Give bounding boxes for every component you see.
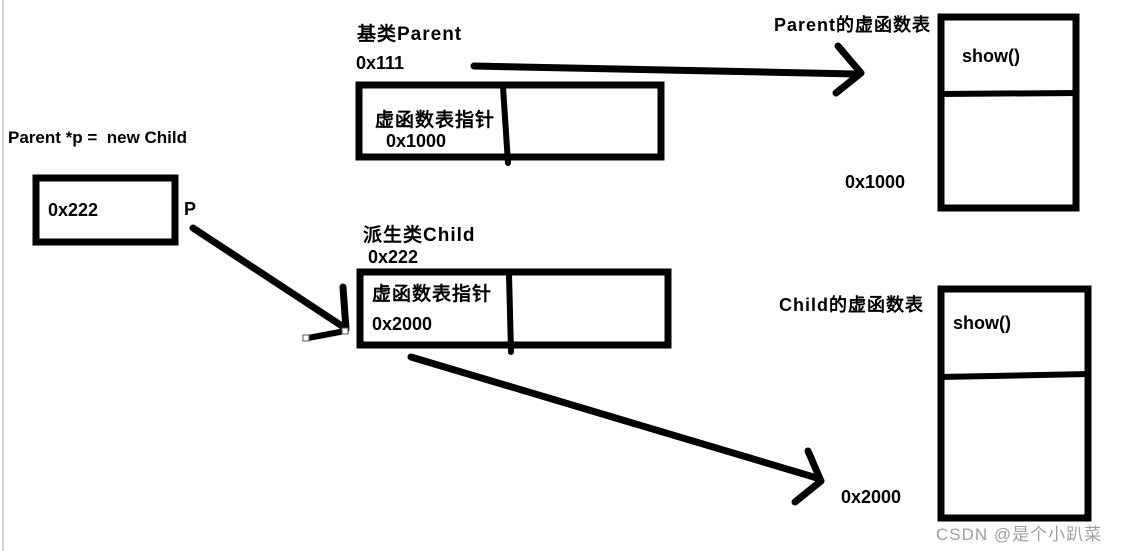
child-object-title: 派生类Child xyxy=(363,225,476,246)
pointer-declaration-text: Parent *p = new Child xyxy=(8,128,188,147)
child-vptr-label: 虚函数表指针 xyxy=(372,284,493,305)
left-edge-line xyxy=(2,0,4,551)
child-object-address: 0x222 xyxy=(368,247,419,267)
parent-vtable-box xyxy=(937,13,1080,212)
parent-object-title: 基类Parent xyxy=(357,24,463,45)
parent-vptr-value: 0x1000 xyxy=(386,131,447,151)
parent-vptr-label: 虚函数表指针 xyxy=(375,110,496,131)
selection-handle[interactable] xyxy=(302,334,310,342)
child-vtable-title: Child的虚函数表 xyxy=(779,295,924,315)
parent-vtable-divider xyxy=(938,90,1078,97)
csdn-watermark: CSDN @是个小趴菜 xyxy=(936,525,1103,544)
child-object-box xyxy=(356,268,672,349)
parent-object-divider xyxy=(500,84,511,166)
arrow-pointer-to-child-object xyxy=(189,224,350,342)
child-object-divider xyxy=(506,271,514,355)
child-vtable-divider xyxy=(938,371,1090,380)
parent-vtable-address: 0x1000 xyxy=(845,172,906,192)
arrow-parent-object-to-parent-vtable xyxy=(470,42,865,97)
pointer-box-value: 0x222 xyxy=(48,200,99,220)
child-vtable-entry-show: show() xyxy=(953,313,1011,333)
child-vtable-address: 0x2000 xyxy=(841,487,902,507)
parent-vtable-title: Parent的虚函数表 xyxy=(774,15,932,35)
child-vptr-value: 0x2000 xyxy=(372,314,433,334)
pointer-variable-box xyxy=(32,174,179,246)
parent-object-address: 0x111 xyxy=(356,53,405,73)
parent-vtable-entry-show: show() xyxy=(962,46,1020,66)
arrow-child-object-to-child-vtable xyxy=(407,353,825,506)
pointer-name-label: P xyxy=(184,199,197,219)
child-vtable-box xyxy=(937,285,1092,522)
selection-handle[interactable] xyxy=(341,327,349,335)
